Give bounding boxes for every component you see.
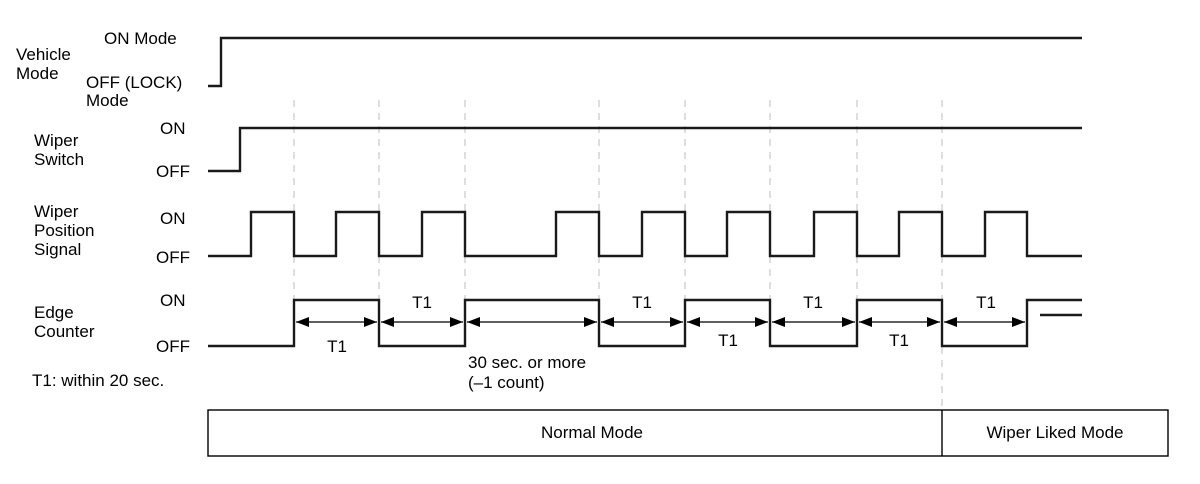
vehicle-mode-waveform [208,36,1082,88]
interval-label: T1 [718,331,738,350]
arrow-head [467,317,480,327]
edge-counter-off-label: OFF [156,337,190,356]
long-interval-note: 30 sec. or more (–1 count) [468,353,591,392]
interval-label: T1 [412,293,432,312]
edge-counter-title: Edge Counter [34,303,95,341]
arrow-head [450,317,463,327]
arrow-head [670,317,683,327]
edge-counter-waveform [208,298,1082,348]
wiper-position-on-label: ON [160,209,186,228]
wiper-switch-on-label: ON [160,119,186,138]
interval-labels: T1 T1 T1 T1 T1 T1 T1 [327,293,996,356]
wiper-linked-mode-label: Wiper Liked Mode [986,423,1123,442]
wiper-position-waveform [208,210,1082,258]
arrow-head [772,317,785,327]
arrow-head [1012,317,1025,327]
interval-label: T1 [889,331,909,350]
arrow-head [944,317,957,327]
arrow-head [381,317,394,327]
arrow-head [296,317,309,327]
title-line: Wiper [34,202,79,221]
wiper-switch-title: Wiper Switch [34,131,84,169]
t1-note: T1: within 20 sec. [32,371,164,390]
interval-label: T1 [632,293,652,312]
title-line: Position [34,221,94,240]
arrow-head [601,317,614,327]
wiper-switch-waveform [208,126,1082,173]
arrow-head [687,317,700,327]
title-line: Switch [34,150,84,169]
off-label-line: Mode [86,91,129,110]
wiper-position-off-label: OFF [156,248,190,267]
interval-label: T1 [327,337,347,356]
arrow-head [364,317,377,327]
arrow-head [755,317,768,327]
note-line: (–1 count) [468,373,545,392]
vehicle-off-label: OFF (LOCK) Mode [86,73,187,110]
interval-arrows [296,317,1025,327]
wiper-position-signal: Wiper Position Signal ON OFF [34,202,1082,267]
title-line: Counter [34,322,95,341]
arrow-head [927,317,940,327]
interval-label: T1 [803,293,823,312]
title-line: Wiper [34,131,79,150]
normal-mode-label: Normal Mode [541,423,643,442]
mode-bar-frame [207,409,1169,457]
title-line: Edge [34,303,74,322]
arrow-head [859,317,872,327]
edge-counter-signal: Edge Counter ON OFF [34,291,1082,356]
wiper-switch-off-label: OFF [156,162,190,181]
title-line: Signal [34,240,81,259]
edge-counter-on-label: ON [160,291,186,310]
interval-label: T1 [976,293,996,312]
vehicle-on-label: ON Mode [104,29,177,48]
wiper-switch-signal: Wiper Switch ON OFF [34,119,1082,181]
vehicle-mode-signal: Vehicle Mode ON Mode OFF (LOCK) Mode [16,29,1082,110]
mode-bar: Normal Mode Wiper Liked Mode [207,409,1169,457]
title-line: Mode [16,64,59,83]
vehicle-mode-title: Vehicle Mode [16,45,76,83]
arrow-head [584,317,597,327]
note-line: 30 sec. or more [468,353,586,372]
title-line: Vehicle [16,45,71,64]
arrow-head [842,317,855,327]
wiper-position-title: Wiper Position Signal [34,202,99,259]
off-label-line: OFF (LOCK) [86,73,182,92]
